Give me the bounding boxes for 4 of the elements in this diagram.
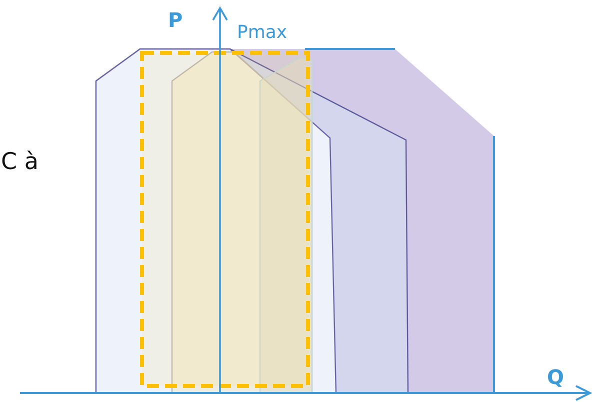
axis-label: Q: [547, 367, 564, 387]
axis-label: P: [168, 10, 183, 30]
text-fragment: C à: [1, 151, 38, 174]
axis-label: Pmax: [237, 24, 288, 42]
